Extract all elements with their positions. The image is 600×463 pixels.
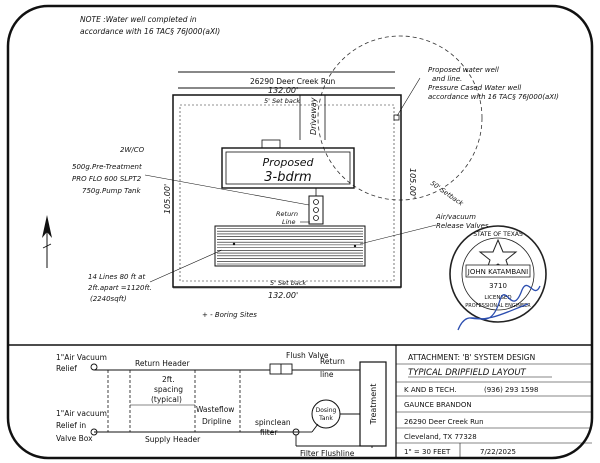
air-vac-leader (359, 224, 437, 245)
treatment-label-4: 750g.Pump Tank (82, 187, 141, 195)
signature (457, 284, 541, 331)
seal-name: JOHN KATAMBANI (467, 268, 528, 276)
boring-site-2 (353, 244, 357, 248)
boring-site-1 (232, 242, 236, 246)
house-label-1: Proposed (262, 156, 314, 169)
tb-scale: 1" = 30 FEET (404, 448, 451, 456)
seal-state: STATE OF TEXAS (473, 231, 523, 238)
lot-boundary (172, 94, 402, 288)
seal-number: 3710 (489, 282, 507, 290)
seal-star-icon (478, 238, 518, 274)
tb-attachment: ATTACHMENT: 'B' SYSTEM DESIGN (408, 353, 535, 362)
setback-bottom: 5' Set back (270, 279, 306, 287)
treatment-unit (359, 361, 387, 447)
air-vac-label-1: Air/vacuum (435, 213, 476, 221)
well-note-2: and line. (432, 75, 462, 83)
driveway-label: Driveway (309, 97, 318, 135)
dim-bottom: 132.00' (268, 291, 298, 300)
note-line-2: accordance with 16 TAC§ 76J000(aXI) (80, 27, 220, 36)
spinclean-1: spinclean (255, 418, 291, 427)
engineer-seal: JOHN KATAMBANI 3710 LICENSED PROFESSIONA… (449, 225, 547, 323)
treatment-label-2: 500g.Pre-Treatment (72, 163, 142, 171)
wasteflow: Wasteflow (196, 405, 234, 414)
field-note-leader (149, 249, 223, 283)
air-top-1: 1"Air Vacuum (56, 353, 107, 362)
dosing-1: Dosing (316, 407, 337, 414)
drip-laterals (107, 370, 241, 432)
spacing-1: 2ft. (162, 375, 175, 384)
tb-city: Cleveland, TX 77328 (404, 433, 477, 441)
water-well-marker (393, 114, 400, 121)
air-vac-label-2: Release Valves (436, 222, 489, 230)
tb-date: 7/22/2025 (480, 448, 516, 456)
treatment-label: Treatment (369, 384, 378, 426)
air-top-2: Relief (56, 364, 77, 373)
tank-3 (313, 215, 319, 221)
treatment-leader (144, 174, 310, 206)
spacing-3: (typical) (151, 395, 182, 404)
tb-company: K AND B TECH. (404, 386, 456, 394)
spacing-2: spacing (154, 385, 183, 394)
return-line-label-1: Return (276, 210, 298, 218)
well-note-4: accordance with 16 TAC§ 76J000(aXI) (428, 93, 559, 101)
note-line-1: NOTE :Water well completed in (80, 15, 197, 24)
well-note-1: Proposed water well (428, 66, 499, 74)
dim-right: 105.00' (408, 168, 417, 198)
dripfield-lines (217, 228, 363, 265)
return-label-1: Return (320, 357, 345, 366)
setback-line (179, 104, 395, 282)
air-vac-top-icon (90, 363, 98, 371)
boring-sites-legend: + - Boring Sites (202, 311, 257, 319)
field-note-2: 2ft.apart =1120ft. (88, 284, 152, 292)
return-label-2: line (320, 370, 334, 379)
house-label-2: 3-bdrm (264, 170, 311, 185)
road-label: 26290 Deer Creek Run (250, 77, 335, 86)
sheet-border (6, 4, 594, 460)
filter-flushline-label: Filter Flushline (300, 449, 355, 458)
well-setback-circle (317, 35, 483, 201)
treatment-tanks (308, 195, 324, 225)
dosing-2: Tank (318, 415, 333, 422)
return-line-label-2: Line (282, 218, 296, 226)
return-header: Return Header (135, 359, 190, 368)
well-note-3: Pressure Cased Water well (428, 84, 521, 92)
dim-left: 105.00' (163, 184, 172, 214)
north-arrow-icon (42, 215, 52, 268)
house-porch (261, 139, 281, 149)
setback-top: 5' Set back (264, 97, 300, 105)
dripline: Dripline (202, 417, 232, 426)
air-bot-1: 1"Air vacuum (56, 409, 107, 418)
dosing-tank-icon (311, 399, 341, 429)
tb-layout: TYPICAL DRIPFIELD LAYOUT (408, 368, 527, 378)
treatment-label-3: PRO FLO 600 SLPT2 (72, 175, 142, 183)
tank-1 (313, 199, 319, 205)
seal-licensed: LICENSED (484, 295, 511, 301)
dripfield-boundary (214, 225, 366, 267)
tb-address: 26290 Deer Creek Run (404, 418, 484, 426)
air-bot-2: Relief in (56, 421, 86, 430)
spinclean-2: filter (260, 428, 278, 437)
field-note-3: (2240sqft) (90, 295, 127, 303)
field-note-1: 14 Lines 80 ft at (88, 273, 145, 281)
tb-phone: (936) 293 1598 (484, 386, 538, 394)
tank-2 (313, 207, 319, 213)
tb-client: GAUNCE BRANDON (404, 401, 472, 409)
house-footprint (221, 147, 355, 189)
valve-box: Valve Box (56, 434, 93, 443)
flush-valve-label: Flush Valve (286, 351, 329, 360)
supply-header: Supply Header (145, 435, 201, 444)
treatment-label-1: 2W/CO (120, 146, 145, 154)
setback-50: 50' Setback (429, 179, 465, 208)
house-inner (225, 151, 351, 185)
dim-top: 132.00' (268, 86, 298, 95)
